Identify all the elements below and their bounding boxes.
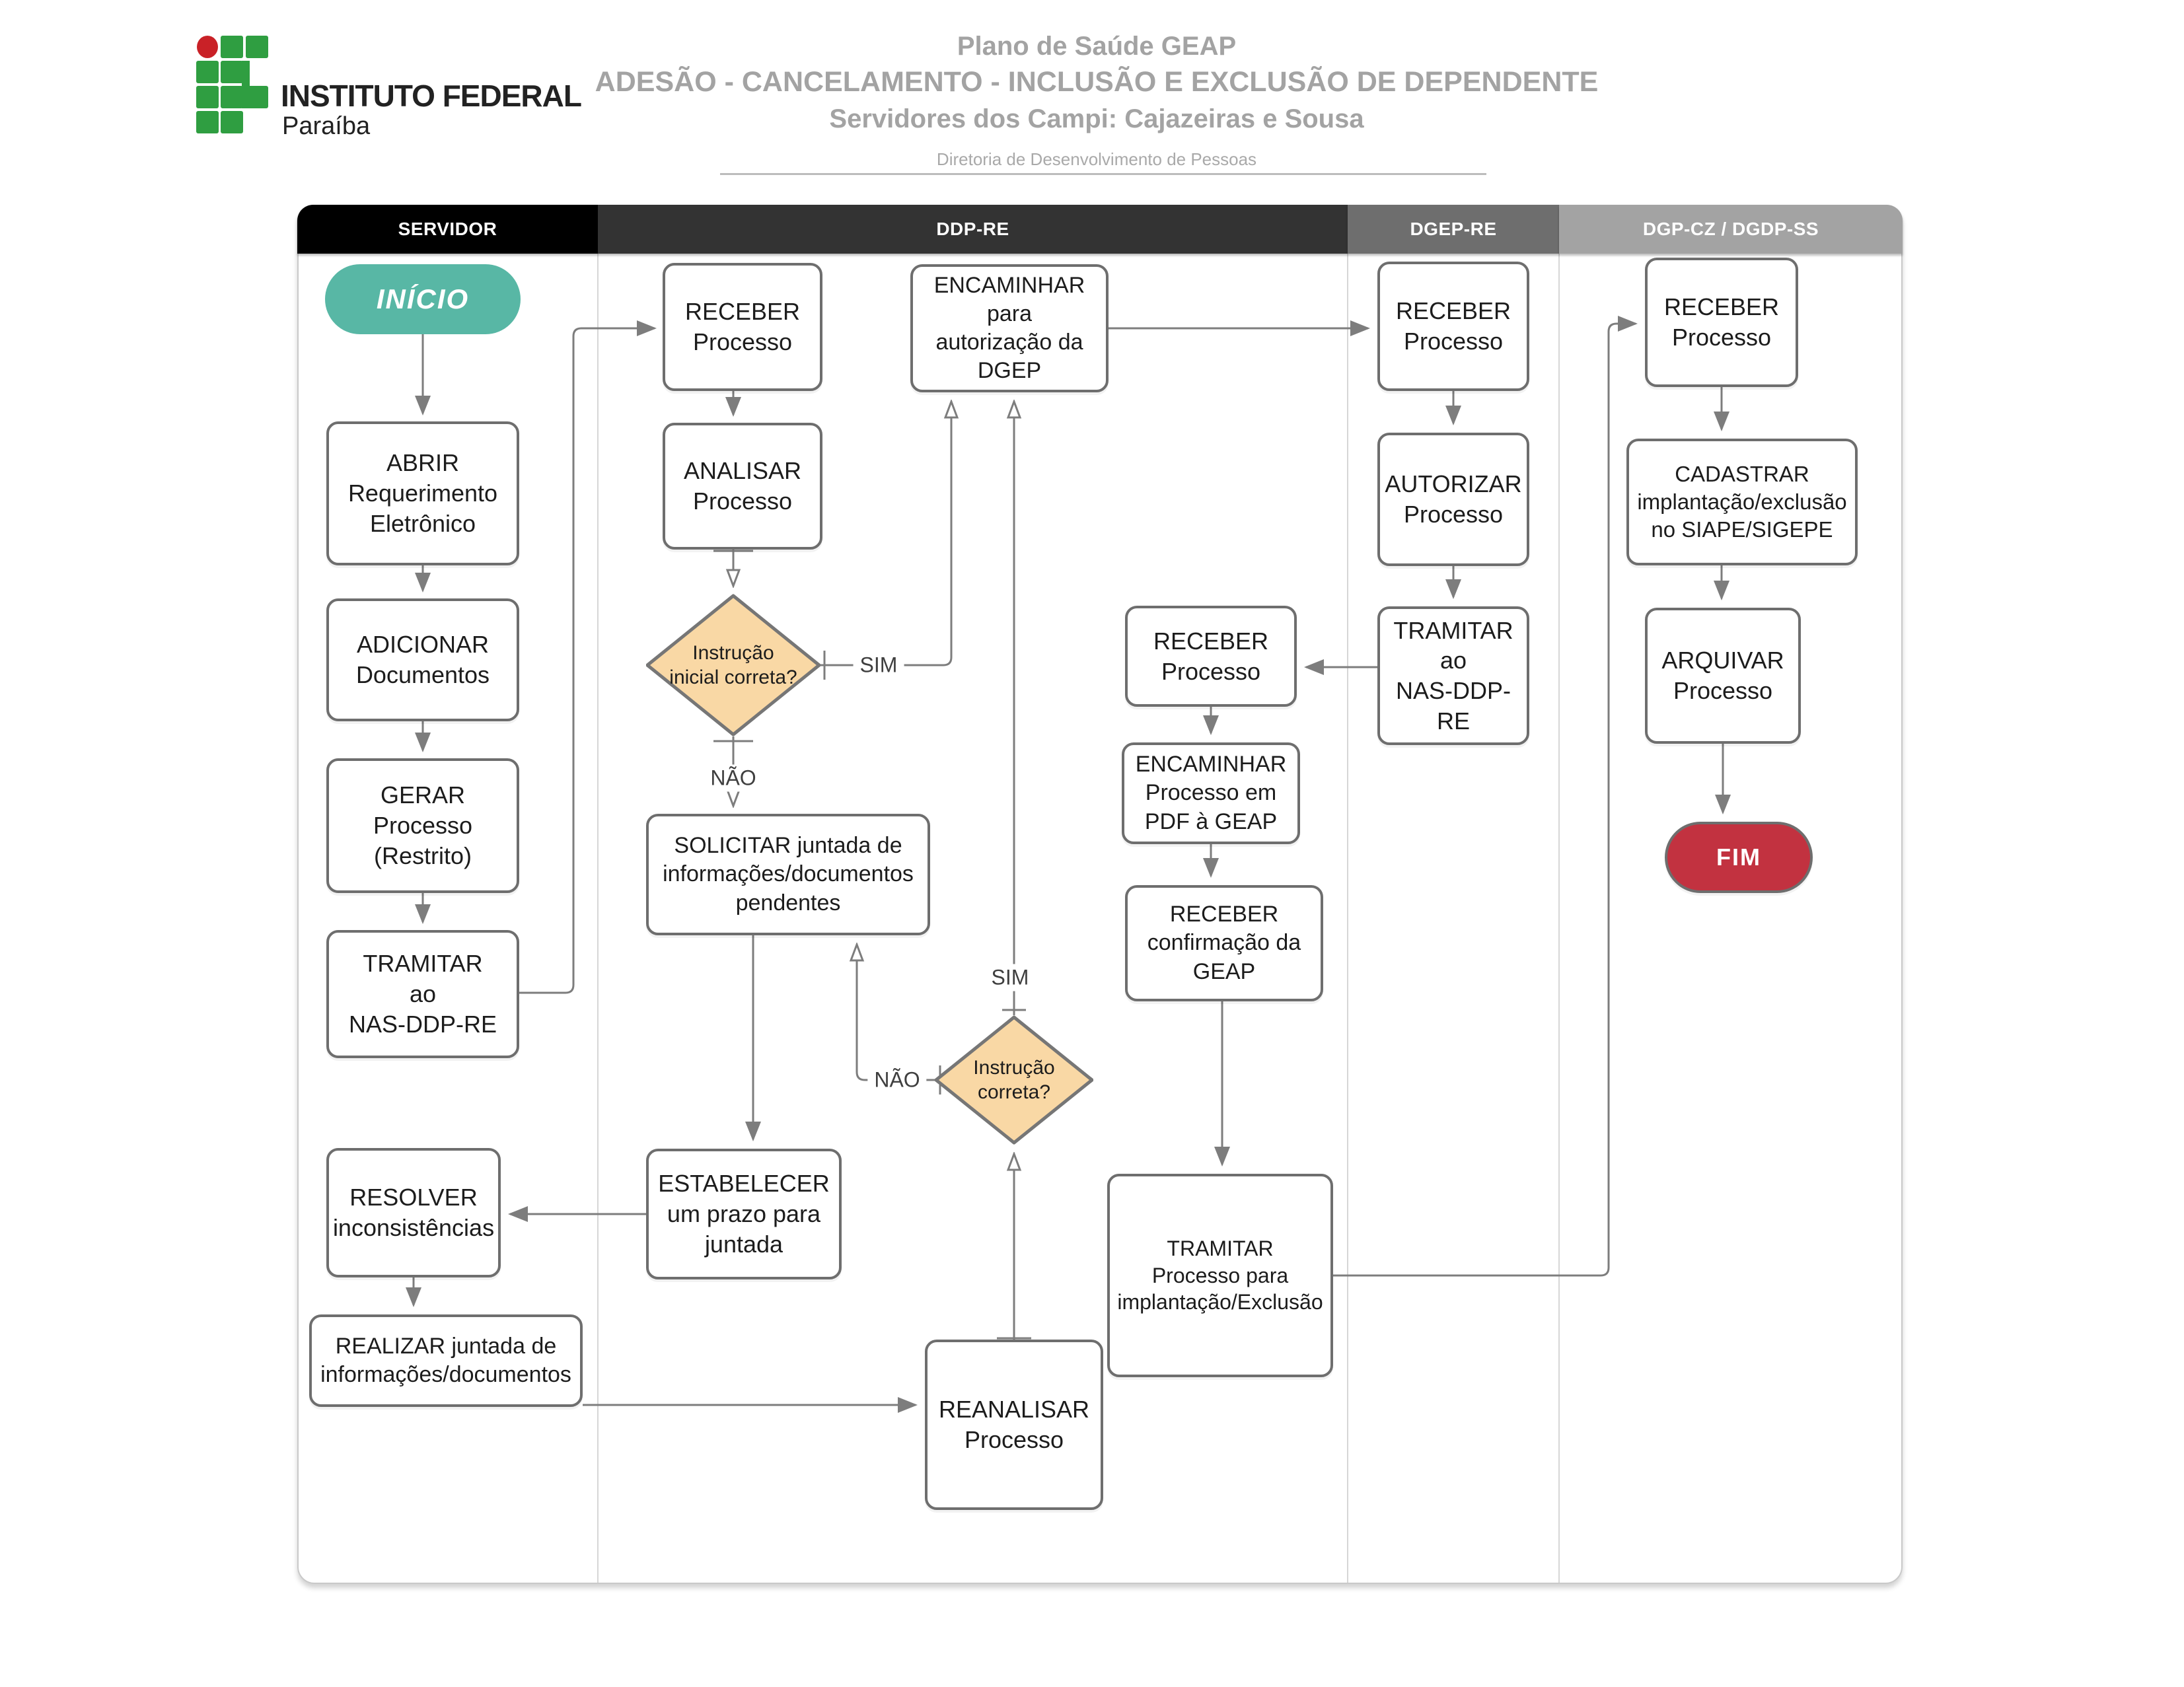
node-receber-processo-dgep: RECEBER Processo: [1377, 262, 1529, 391]
lane-divider-1: [597, 254, 599, 1583]
page-subtitle: Diretoria de Desenvolvimento de Pessoas: [936, 149, 1257, 169]
node-reanalisar-processo: REANALISAR Processo: [925, 1340, 1103, 1510]
node-gerar-processo: GERAR Processo (Restrito): [326, 758, 519, 893]
node-receber-confirmacao-geap: RECEBER confirmação da GEAP: [1125, 885, 1323, 1001]
edge-label-nao-2: NÃO: [867, 1066, 927, 1094]
brand-subname: Paraíba: [282, 112, 371, 140]
lane-divider-2: [1347, 254, 1348, 1583]
page-title-line2: ADESÃO - CANCELAMENTO - INCLUSÃO E EXCLU…: [595, 66, 1599, 98]
node-decisao-instrucao-correta: Instrução correta?: [935, 1015, 1093, 1145]
node-decisao-instrucao-inicial: Instrução inicial correta?: [646, 594, 820, 736]
node-tramitar-nas-dgep: TRAMITAR ao NAS-DDP-RE: [1377, 606, 1529, 745]
edge-label-nao-1: NÃO: [704, 764, 763, 792]
page-title-line3: Servidores dos Campi: Cajazeiras e Sousa: [829, 104, 1364, 133]
node-tramitar-implantacao-exclusao: TRAMITAR Processo para implantação/Exclu…: [1107, 1174, 1333, 1377]
node-autorizar-processo: AUTORIZAR Processo: [1377, 433, 1529, 566]
node-receber-processo-ddp-2: RECEBER Processo: [1125, 606, 1297, 707]
node-analisar-processo: ANALISAR Processo: [663, 423, 822, 550]
node-receber-processo-ddp-1: RECEBER Processo: [663, 263, 822, 391]
node-solicitar-juntada: SOLICITAR juntada de informações/documen…: [646, 814, 930, 935]
lane-header-dgp-cz-dgdp-ss: DGP-CZ / DGDP-SS: [1559, 205, 1903, 254]
node-resolver-inconsistencias: RESOLVER inconsistências: [326, 1148, 501, 1277]
node-receber-processo-dgp: RECEBER Processo: [1645, 258, 1798, 387]
node-encaminhar-autorizacao-dgep: ENCAMINHAR para autorização da DGEP: [910, 264, 1109, 392]
brand-name: INSTITUTO FEDERAL: [281, 79, 582, 113]
ifpb-logo: [196, 36, 268, 133]
node-fim: FIM: [1665, 822, 1813, 893]
lane-header-ddp-re: DDP-RE: [598, 205, 1348, 254]
lane-header-servidor: SERVIDOR: [297, 205, 598, 254]
page-title-line1: Plano de Saúde GEAP: [957, 32, 1237, 61]
node-adicionar-documentos: ADICIONAR Documentos: [326, 598, 519, 721]
node-cadastrar-siape-sigepe: CADASTRAR implantação/exclusão no SIAPE/…: [1626, 439, 1858, 565]
node-abrir-requerimento: ABRIR Requerimento Eletrônico: [326, 421, 519, 565]
node-estabelecer-prazo: ESTABELECER um prazo para juntada: [646, 1149, 842, 1279]
node-arquivar-processo: ARQUIVAR Processo: [1645, 608, 1801, 744]
node-inicio: INÍCIO: [325, 264, 521, 334]
node-tramitar-nas-servidor: TRAMITAR ao NAS-DDP-RE: [326, 930, 519, 1058]
title-divider: [720, 173, 1486, 175]
lane-divider-3: [1558, 254, 1560, 1583]
node-realizar-juntada: REALIZAR juntada de informações/document…: [309, 1314, 583, 1407]
node-encaminhar-pdf-geap: ENCAMINHAR Processo em PDF à GEAP: [1122, 742, 1300, 844]
edge-label-sim-2: SIM: [984, 964, 1036, 991]
lane-header-dgep-re: DGEP-RE: [1348, 205, 1559, 254]
edge-label-sim-1: SIM: [853, 651, 904, 679]
